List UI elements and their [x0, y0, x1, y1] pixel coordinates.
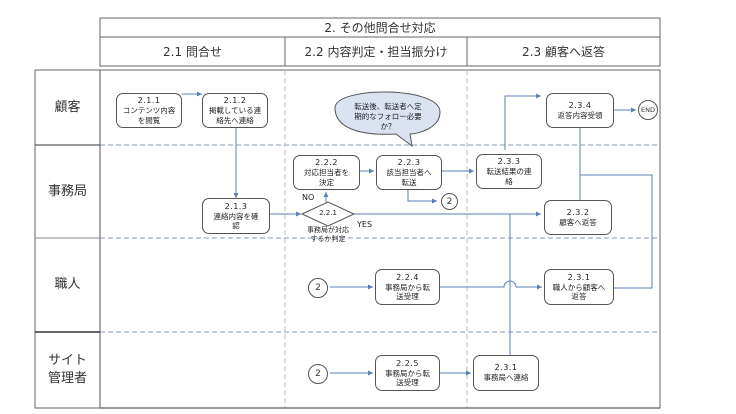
diagram-title: 2. その他問合せ対応 — [324, 21, 436, 35]
step-2-1-2: 2.1.2 掲載している連 絡先へ連絡 — [202, 93, 268, 128]
step-number: 2.2.5 — [396, 358, 419, 368]
step-text: 事務局が対応 するか判定 — [307, 226, 349, 243]
callout-bubble — [334, 91, 441, 148]
decision-text: 2.2.1 事務局が対応 するか判定 — [296, 201, 360, 243]
step-number: 2.3.2 — [566, 207, 590, 217]
step-text: 転送結果の連 絡 — [486, 167, 532, 186]
step-text: 顧客へ返答 — [559, 217, 597, 227]
step-2-2-4: 2.2.4 事務局から転 送受理 — [375, 269, 440, 305]
step-2-3-4: 2.3.4 返答内容受領 — [546, 93, 614, 128]
edge-224-231a — [440, 280, 542, 290]
step-text: 事務局へ連絡 — [483, 373, 529, 383]
decision-yes-label: YES — [357, 220, 373, 229]
decision-no-label: NO — [302, 193, 315, 202]
step-text: 該当担当者へ 転送 — [386, 168, 432, 187]
step-text: 連絡内容を確 認 — [213, 211, 259, 230]
step-number: 2.2.1 — [319, 209, 337, 218]
step-number: 2.2.2 — [315, 158, 338, 168]
step-2-1-3: 2.1.3 連絡内容を確 認 — [202, 198, 270, 234]
step-number: 2.1.2 — [223, 96, 247, 106]
step-2-2-5: 2.2.5 事務局から転 送受理 — [375, 355, 440, 391]
step-2-3-1-craftsman: 2.3.1 職人から顧客へ 返答 — [544, 269, 614, 305]
phase-header-1: 2.1 問合せ — [163, 45, 222, 59]
step-2-3-3: 2.3.3 転送結果の連 絡 — [476, 154, 542, 189]
edge-233-234 — [504, 93, 541, 150]
lane-site-admin: サイト 管理者 — [47, 353, 87, 386]
lane-secretariat: 事務局 — [47, 183, 87, 199]
header-frame — [99, 17, 661, 67]
edge-231a-234 — [580, 174, 653, 289]
step-text: 掲載している連 絡先へ連絡 — [208, 106, 262, 125]
lane-customer: 顧客 — [54, 99, 81, 115]
step-number: 2.3.1 — [494, 363, 518, 373]
phase-header-3: 2.3 顧客へ返答 — [522, 45, 605, 59]
step-text: コンテンツ内容 を閲覧 — [122, 106, 176, 125]
step-number: 2.3.3 — [497, 157, 521, 167]
step-2-3-2: 2.3.2 顧客へ返答 — [544, 200, 612, 235]
step-text: 職人から顧客へ 返答 — [552, 282, 606, 301]
step-2-3-1-site: 2.3.1 事務局へ連絡 — [473, 355, 539, 391]
decision-diamond — [300, 201, 356, 227]
step-text: 事務局から転 送受理 — [385, 282, 430, 301]
step-text: 対応担当者を 決定 — [304, 168, 349, 187]
step-number: 2.1.1 — [137, 96, 161, 106]
step-text: 返答内容受領 — [557, 110, 603, 120]
connector-2-craftsman: 2 — [308, 278, 328, 298]
step-text: 事務局から転 送受理 — [385, 368, 430, 387]
step-number: 2.2.3 — [397, 158, 421, 168]
step-2-1-1: 2.1.1 コンテンツ内容 を閲覧 — [116, 93, 182, 128]
connector-2-site-admin: 2 — [308, 364, 328, 384]
edge-223-conn2 — [407, 190, 437, 204]
phase-header-2: 2.2 内容判定・担当振分け — [304, 45, 448, 59]
step-2-2-2: 2.2.2 対応担当者を 決定 — [293, 155, 360, 190]
step-number: 2.1.3 — [224, 201, 248, 211]
step-2-2-3: 2.2.3 該当担当者へ 転送 — [376, 155, 442, 190]
end-terminal: END — [638, 100, 658, 120]
callout-text: 転送後、転送者へ定 期的なフォロー必要 か？ — [354, 102, 422, 131]
step-number: 2.2.4 — [396, 272, 419, 282]
step-number: 2.3.1 — [567, 272, 591, 282]
lane-craftsman: 職人 — [54, 277, 81, 293]
step-number: 2.3.4 — [568, 100, 592, 110]
connector-2-secretariat: 2 — [441, 193, 458, 210]
